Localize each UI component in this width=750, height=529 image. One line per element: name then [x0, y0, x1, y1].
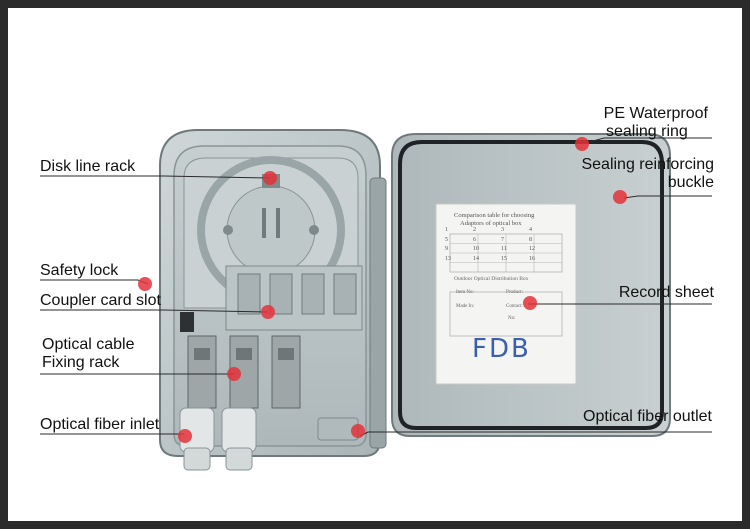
record-sheet-no: No: [508, 316, 516, 321]
record-sheet-made-in: Made In: [456, 304, 475, 309]
record-sheet-grid-cell: 9 [445, 246, 448, 252]
record-sheet-grid-cell: 8 [529, 236, 532, 243]
marker-optical-cable-fixing-rack [227, 367, 241, 381]
label-disk-line-rack: Disk line rack [40, 158, 136, 175]
record-sheet-section-title: Outdoor Optical Distribution Box [454, 276, 529, 282]
record-sheet-grid-cell: 12 [529, 246, 535, 252]
marker-disk-line-rack [263, 171, 277, 185]
record-sheet-product: Product: [506, 290, 523, 295]
record-sheet-grid-cell: 1 [445, 227, 448, 233]
record-sheet-grid-cell: 11 [501, 246, 507, 252]
label-sealing-reinforcing-line2: buckle [667, 174, 714, 191]
distribution-box-illustration [40, 129, 712, 471]
record-sheet-grid-cell: 13 [445, 255, 451, 262]
record-sheet-grid-cell: 6 [473, 236, 476, 243]
coupler-slot-graphic [180, 265, 363, 332]
marker-pe-waterproof-sealing-ring [575, 137, 589, 151]
product-diagram-frame: Disk line rack Safety lock Coupler card … [8, 8, 742, 521]
record-sheet-brand: FDB [472, 334, 531, 364]
marker-sealing-reinforcing-buckle [613, 190, 627, 204]
record-sheet-grid-cell: 3 [501, 227, 504, 233]
label-coupler-card-slot: Coupler card slot [40, 292, 161, 309]
record-sheet-grid-cell: 4 [529, 227, 532, 233]
record-sheet-title-1: Comparison table for choosing [454, 212, 535, 219]
marker-optical-fiber-outlet [351, 424, 365, 438]
marker-coupler-card-slot [261, 305, 275, 319]
label-record-sheet: Record sheet [618, 284, 714, 301]
label-optical-fiber-outlet: Optical fiber outlet [583, 408, 712, 425]
box-lid [391, 133, 671, 437]
marker-safety-lock [138, 277, 152, 291]
label-optical-fiber-inlet: Optical fiber inlet [40, 416, 160, 433]
record-sheet-grid-cell: 2 [473, 227, 476, 233]
label-pe-waterproof-line2: sealing ring [606, 123, 688, 140]
label-optical-cable-line2: Fixing rack [42, 354, 120, 371]
record-sheet-grid-cell: 7 [501, 236, 504, 243]
label-safety-lock: Safety lock [40, 262, 119, 279]
record-sheet-grid-cell: 5 [445, 236, 448, 243]
label-optical-cable-line1: Optical cable [42, 336, 135, 353]
marker-optical-fiber-inlet [178, 429, 192, 443]
record-sheet-contact: Contact: [506, 304, 523, 309]
record-sheet-grid-cell: 15 [501, 255, 507, 262]
record-sheet-grid-cell: 16 [529, 255, 535, 262]
record-sheet-grid-cell: 10 [473, 246, 479, 252]
record-sheet-item-no: Item No: [456, 290, 474, 295]
cable-fixing-rack-graphic [187, 335, 301, 409]
marker-record-sheet [523, 296, 537, 310]
record-sheet-grid-cell: 14 [473, 255, 479, 262]
label-pe-waterproof-line1: PE Waterproof [603, 105, 708, 122]
label-sealing-reinforcing-line1: Sealing reinforcing [581, 156, 714, 173]
record-sheet-title-2: Adaptors of optical box [460, 220, 522, 227]
